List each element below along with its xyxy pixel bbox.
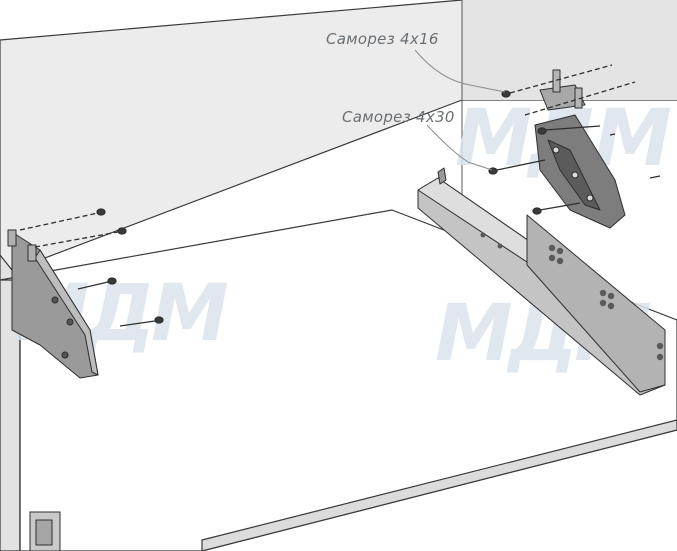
shelf-front-edge	[201, 419, 677, 551]
right-bracket	[534, 69, 626, 229]
drawer-runner	[417, 167, 666, 396]
left-screws	[19, 208, 164, 327]
callout-screw-4x16: Саморез 4х16	[326, 30, 439, 48]
right-screws	[488, 64, 661, 215]
callout-leaders	[414, 49, 506, 171]
left-bracket	[7, 229, 99, 379]
right-wall	[462, 0, 677, 100]
lower-runner-fragment	[29, 511, 61, 551]
callout-screw-4x30: Саморез 4х30	[342, 108, 455, 126]
